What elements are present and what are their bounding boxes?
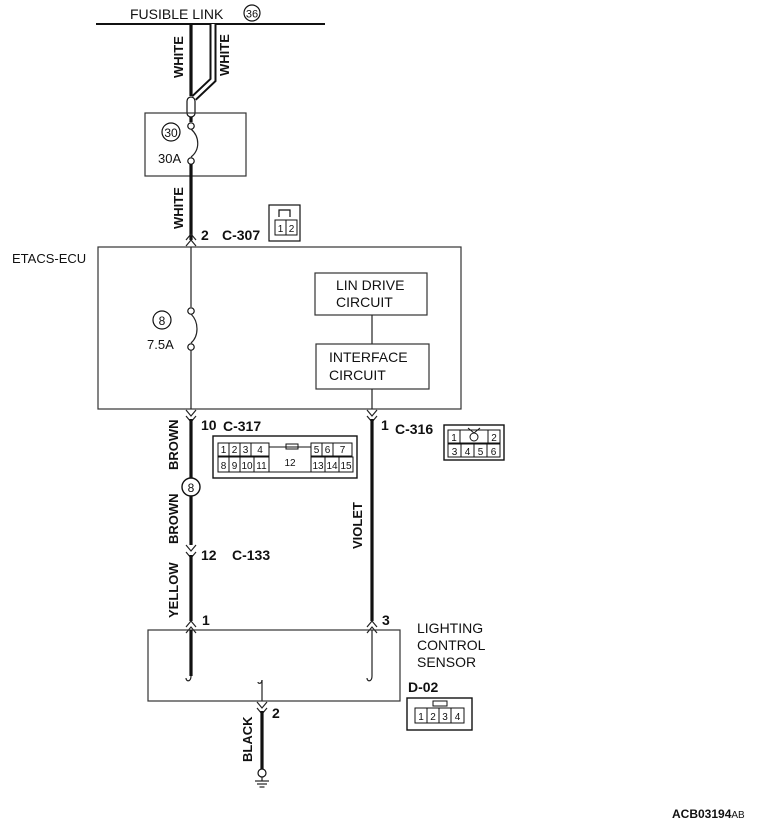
figure-code-main: ACB03194 [672, 807, 732, 821]
wire-white-2-outer [191, 24, 217, 101]
c317-pin: 10 [201, 417, 217, 433]
fuse-terminal [187, 122, 195, 130]
connector-arrow [185, 544, 197, 552]
fuse-8-number: 8 [159, 314, 166, 328]
connector-arrow [256, 701, 268, 709]
sensor-pin-right: 3 [382, 612, 390, 628]
c316-name: C-316 [395, 421, 433, 437]
wire-label-white-1: WHITE [171, 36, 186, 78]
d02-connector-icon: 1 2 3 4 [406, 697, 473, 731]
c307-cell: 2 [289, 224, 295, 235]
d02-name: D-02 [408, 679, 439, 695]
c307-name: C-307 [222, 227, 260, 243]
connector-arrow [185, 626, 197, 634]
etacs-ecu-label: ETACS-ECU [12, 251, 86, 266]
lin-drive-line1: LIN DRIVE [336, 277, 404, 293]
fuse-8-number-circle [152, 310, 172, 330]
fuse-30-number: 30 [164, 126, 178, 140]
ground-terminal [257, 768, 267, 778]
c317-cell: 1 [221, 445, 227, 456]
figure-code: ACB03194AB [672, 807, 745, 821]
wire-label-brown-1: BROWN [166, 419, 181, 470]
c317-cell: 14 [326, 461, 338, 472]
c307-cell: 1 [278, 224, 284, 235]
fuse-element-8 [190, 313, 198, 344]
splice-link [186, 96, 196, 118]
connector-arrow [185, 409, 197, 417]
sensor-label-line2: CONTROL [417, 637, 486, 653]
interface-line1: INTERFACE [329, 349, 408, 365]
c316-cell: 3 [452, 447, 458, 458]
fuse-box-30 [144, 112, 247, 177]
c307-pin: 2 [201, 227, 209, 243]
c317-cell: 3 [243, 445, 249, 456]
sensor-pin-left: 1 [202, 612, 210, 628]
c316-pin: 1 [381, 417, 389, 433]
c317-cell: 2 [232, 445, 238, 456]
c316-cell: 1 [451, 433, 457, 444]
c317-cell: 15 [340, 461, 352, 472]
c316-cell: 2 [491, 433, 497, 444]
wire-label-violet: VIOLET [350, 502, 365, 549]
figure-code-suffix: AB [731, 810, 745, 821]
c317-cell: 6 [325, 445, 331, 456]
lin-drive-circuit-box [314, 272, 428, 316]
connector-arrow [185, 620, 197, 628]
d02-cell: 4 [455, 712, 461, 723]
fusible-link-number: 36 [246, 9, 258, 21]
c133-pin: 12 [201, 547, 217, 563]
connector-arrow [366, 409, 378, 417]
c317-cell: 10 [241, 461, 253, 472]
d02-cell: 3 [442, 712, 448, 723]
connector-arrow [366, 626, 378, 634]
fuse-30-rating: 30A [158, 151, 181, 166]
c317-cell: 9 [232, 461, 238, 472]
c317-connector-icon: 1 2 3 4 5 6 7 8 9 10 11 12 13 14 15 [212, 435, 358, 479]
fuse-element-30 [190, 128, 199, 158]
wire-label-white-2: WHITE [217, 34, 232, 76]
c317-cell: 13 [312, 461, 324, 472]
sensor-label-line1: LIGHTING [417, 620, 483, 636]
c317-name: C-317 [223, 418, 261, 434]
junction-8-circle [181, 477, 201, 497]
c133-name: C-133 [232, 547, 270, 563]
fusible-link-number-circle [243, 4, 261, 22]
sensor-pin-ground: 2 [272, 705, 280, 721]
sensor-label-line3: SENSOR [417, 654, 476, 670]
connector-arrow [185, 233, 197, 241]
connector-arrow [366, 620, 378, 628]
c316-cell: 5 [478, 447, 484, 458]
c317-cell: 8 [221, 461, 227, 472]
c317-cell: 11 [256, 461, 267, 472]
wire-white-2-inner [192, 24, 215, 100]
junction-8-number: 8 [188, 481, 195, 495]
c317-cell: 4 [257, 445, 263, 456]
lin-drive-line2: CIRCUIT [336, 294, 393, 310]
etacs-ecu-box [97, 246, 462, 410]
wire-label-black: BLACK [240, 716, 255, 762]
wire-label-brown-2: BROWN [166, 493, 181, 544]
c316-connector-icon: 1 2 3 4 5 6 [443, 424, 505, 461]
d02-cell: 2 [430, 712, 436, 723]
wire-label-yellow: YELLOW [166, 562, 181, 618]
fusible-link-label: FUSIBLE LINK [130, 6, 224, 22]
ground-icon [255, 777, 269, 788]
c307-connector-icon: 1 2 [268, 204, 301, 242]
d02-cell: 1 [418, 712, 424, 723]
fuse-30-number-circle [161, 122, 181, 142]
c317-cell: 5 [314, 445, 320, 456]
lighting-control-sensor-box [147, 629, 401, 702]
connector-arrow [185, 239, 197, 247]
fuse-8-rating: 7.5A [147, 337, 174, 352]
c317-cell: 12 [284, 458, 296, 469]
interface-line2: CIRCUIT [329, 367, 386, 383]
c316-cell: 6 [491, 447, 497, 458]
fuse-terminal [187, 157, 195, 165]
wire-label-white-3: WHITE [171, 187, 186, 229]
c316-cell: 4 [465, 447, 471, 458]
c317-cell: 7 [340, 445, 346, 456]
